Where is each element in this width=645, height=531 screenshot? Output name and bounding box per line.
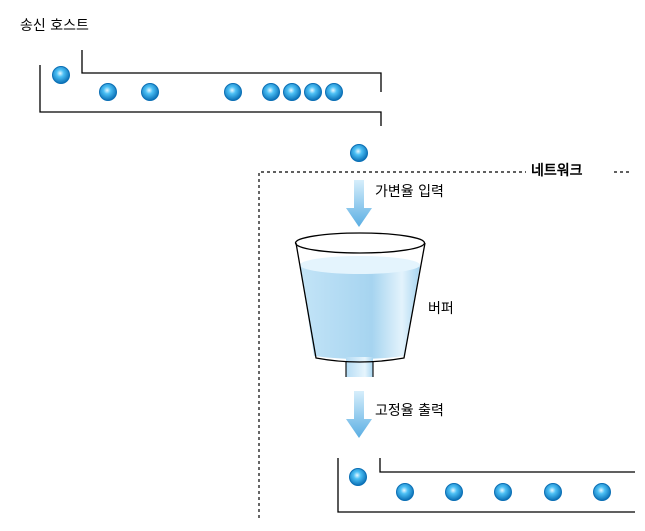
packet-icon xyxy=(141,83,159,101)
input-down-arrow-icon xyxy=(346,180,372,227)
network-label: 네트워크 xyxy=(529,163,585,179)
packet-icon xyxy=(494,483,512,501)
receiver-pipe xyxy=(337,458,635,513)
bucket-buffer-icon xyxy=(294,232,426,377)
receiver-packets xyxy=(349,468,611,501)
packet-icon xyxy=(262,83,280,101)
sender-pipe-upper-wall xyxy=(81,50,382,92)
sender-pipe-lower-wall xyxy=(39,65,382,126)
packet-icon xyxy=(283,83,301,101)
sender-host-label: 송신 호스트 xyxy=(20,18,89,34)
output-down-arrow-icon xyxy=(346,391,372,438)
packet-icon xyxy=(99,83,117,101)
packet-icon xyxy=(304,83,322,101)
receiver-pipe-lower-wall xyxy=(337,458,635,513)
sender-packets xyxy=(52,66,343,101)
buffer-label: 버퍼 xyxy=(428,301,454,317)
packet-icon xyxy=(325,83,343,101)
packet-icon xyxy=(445,483,463,501)
packet-icon xyxy=(396,483,414,501)
receiver-pipe-upper-wall xyxy=(379,458,635,473)
fixed-output-label: 고정율 출력 xyxy=(375,403,444,419)
packet-icon xyxy=(224,83,242,101)
variable-input-label: 가변율 입력 xyxy=(375,184,444,200)
packet-icon xyxy=(349,468,367,486)
packet-icon xyxy=(593,483,611,501)
packet-icon xyxy=(544,483,562,501)
network-boundary xyxy=(258,171,632,518)
packet-icon xyxy=(350,144,368,162)
sender-pipe xyxy=(39,50,382,126)
packet-icon xyxy=(52,66,70,84)
